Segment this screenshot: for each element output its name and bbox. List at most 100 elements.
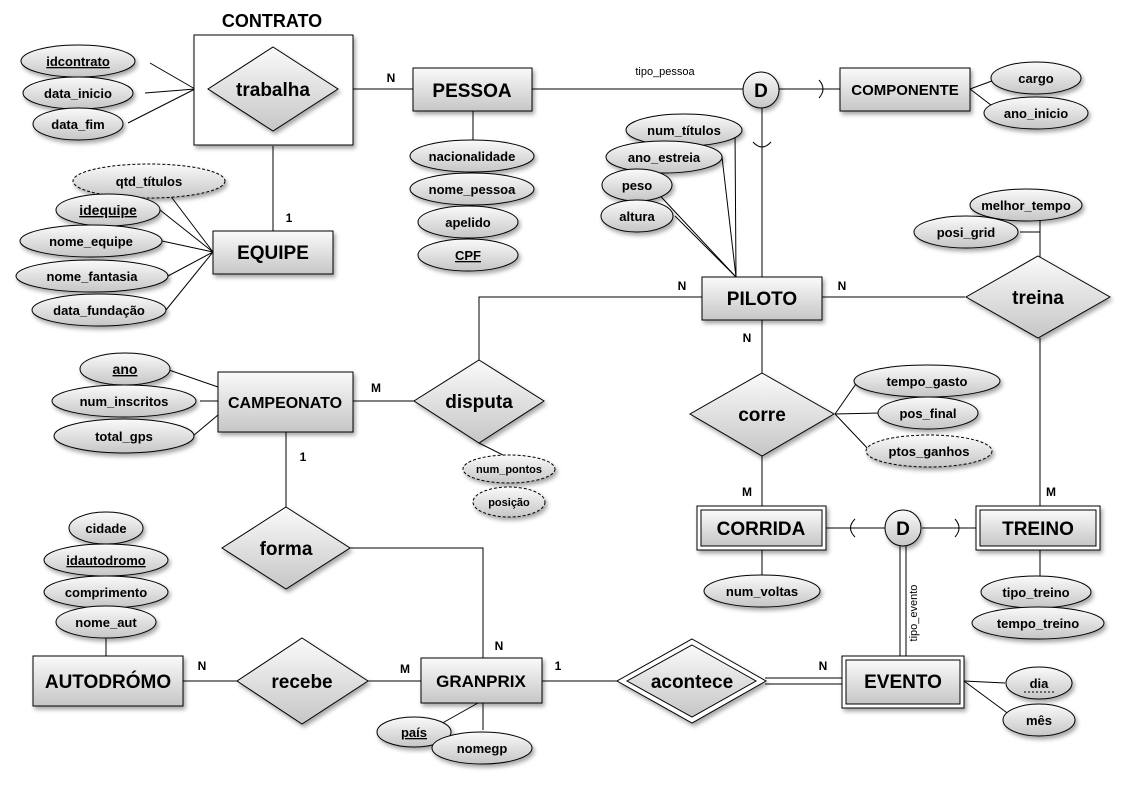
attr-tipo-treino-label: tipo_treino [1002,585,1069,600]
card-granprix-forma: N [495,639,504,653]
attr-mes-label: mês [1026,713,1052,728]
attr-pais-label: país [401,725,427,740]
attr-cidade[interactable]: cidade [68,511,144,545]
attr-posi-grid-label: posi_grid [937,225,996,240]
entity-piloto[interactable]: PILOTO [701,276,823,321]
entity-pessoa[interactable]: PESSOA [412,67,533,112]
card-piloto-disputa: N [678,279,687,293]
relationship-forma-label: forma [260,539,313,560]
entity-evento[interactable]: EVENTO [841,655,965,709]
attr-pais[interactable]: país [376,716,452,748]
attr-ptos-ganhos[interactable]: ptos_ganhos [865,434,993,468]
attr-nome-fantasia[interactable]: nome_fantasia [15,259,169,293]
card-evento-acontece: N [819,659,828,673]
attr-peso[interactable]: peso [601,168,673,202]
disjoint-evento[interactable]: D [884,509,922,547]
attr-peso-label: peso [622,178,652,193]
attr-cpf-label: CPF [455,248,481,263]
disjoint-pessoa[interactable]: D [742,71,780,109]
attr-nomegp[interactable]: nomegp [431,731,533,765]
attr-altura[interactable]: altura [600,199,674,233]
card-campeonato-forma: 1 [300,450,307,464]
attr-tempo-gasto[interactable]: tempo_gasto [853,364,1001,398]
attr-idequipe[interactable]: idequipe [55,193,161,227]
attr-qtd-titulos[interactable]: qtd_títulos [72,163,226,199]
attr-data-fim[interactable]: data_fim [32,107,124,141]
attr-tipo-treino[interactable]: tipo_treino [980,575,1092,609]
attr-num-titulos-label: num_títulos [647,123,721,138]
attr-nome-pessoa[interactable]: nome_pessoa [409,172,535,206]
connector-lines [105,62,1041,731]
contrato-title: CONTRATO [222,11,322,31]
attr-ano-estreia-label: ano_estreia [628,150,701,165]
entity-corrida[interactable]: CORRIDA [696,505,827,551]
card-piloto-corre: N [743,331,752,345]
attr-total-gps[interactable]: total_gps [53,418,195,454]
attr-mes[interactable]: mês [1002,703,1076,737]
attr-comprimento[interactable]: comprimento [43,575,169,609]
relationship-disputa[interactable]: disputa [413,359,545,444]
attr-nomegp-label: nomegp [457,741,508,756]
entity-autodromo[interactable]: AUTODRÓMO [32,655,184,707]
relationship-disputa-label: disputa [445,392,513,413]
relationship-trabalha[interactable]: trabalha [207,46,339,132]
attr-data-inicio-label: data_inicio [44,86,112,101]
attr-nome-equipe[interactable]: nome_equipe [19,224,163,258]
entity-evento-label: EVENTO [864,672,942,693]
attr-data-fundacao-label: data_fundação [53,303,145,318]
attr-idautodromo-label: idautodromo [66,553,145,568]
attr-num-voltas[interactable]: num_voltas [703,574,821,608]
attr-tempo-treino[interactable]: tempo_treino [971,606,1105,640]
relationship-treina[interactable]: treina [964,255,1112,339]
attr-ano-inicio[interactable]: ano_inicio [983,96,1089,130]
card-contrato-equipe: 1 [286,211,293,225]
entity-equipe[interactable]: EQUIPE [212,230,334,275]
attr-pos-final-label: pos_final [899,406,956,421]
attr-posicao[interactable]: posição [472,486,546,518]
attr-data-inicio[interactable]: data_inicio [22,76,134,110]
relationship-recebe-label: recebe [271,672,332,693]
attr-cpf[interactable]: CPF [417,238,519,272]
entity-corrida-label: CORRIDA [717,519,806,540]
entity-piloto-label: PILOTO [727,289,797,310]
entity-granprix[interactable]: GRANPRIX [420,657,543,704]
attr-apelido[interactable]: apelido [417,205,519,239]
entity-pessoa-label: PESSOA [432,81,511,102]
disjoint-evento-label: D [896,519,910,540]
attr-tempo-treino-label: tempo_treino [997,616,1079,631]
entity-componente[interactable]: COMPONENTE [839,67,971,112]
entity-campeonato[interactable]: CAMPEONATO [217,371,354,433]
attr-ano-estreia[interactable]: ano_estreia [605,140,723,174]
attr-data-fundacao[interactable]: data_fundação [31,293,167,327]
attr-nome-aut[interactable]: nome_aut [55,605,157,639]
attr-idcontrato[interactable]: idcontrato [20,44,136,78]
attr-dia-label: dia [1030,676,1050,691]
attr-nacionalidade[interactable]: nacionalidade [409,139,535,173]
card-corre-corrida: M [742,485,752,499]
attr-ptos-ganhos-label: ptos_ganhos [889,444,970,459]
entity-campeonato-label: CAMPEONATO [228,395,342,412]
attr-total-gps-label: total_gps [95,429,153,444]
attr-num-inscritos[interactable]: num_inscritos [51,384,197,418]
attr-num-voltas-label: num_voltas [726,584,798,599]
attr-cargo[interactable]: cargo [990,61,1082,95]
relationship-trabalha-label: trabalha [236,80,310,101]
attr-dia[interactable]: dia [1005,666,1073,700]
attr-posi-grid[interactable]: posi_grid [913,215,1019,249]
attr-num-pontos[interactable]: num_pontos [462,454,556,484]
relationship-forma[interactable]: forma [221,506,351,590]
attr-ano[interactable]: ano [79,352,171,386]
relationship-corre[interactable]: corre [688,372,836,457]
relationship-acontece[interactable]: acontece [615,638,768,724]
attr-comprimento-label: comprimento [65,585,147,600]
attr-num-titulos[interactable]: num_títulos [625,113,743,147]
attr-nome-aut-label: nome_aut [75,615,137,630]
attr-melhor-tempo[interactable]: melhor_tempo [969,188,1083,222]
entity-treino[interactable]: TREINO [975,505,1101,551]
label-tipo-evento: tipo_evento [908,585,920,642]
label-tipo-pessoa: tipo_pessoa [635,66,695,78]
attr-idautodromo[interactable]: idautodromo [43,543,169,577]
attr-pos-final[interactable]: pos_final [877,396,979,430]
relationship-recebe[interactable]: recebe [236,637,369,725]
attr-cidade-label: cidade [85,521,126,536]
